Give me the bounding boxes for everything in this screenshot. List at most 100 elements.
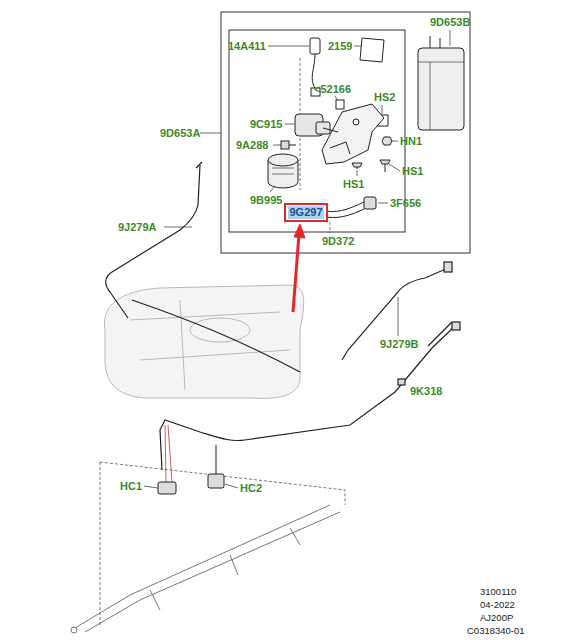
nut-screw [380, 160, 390, 164]
fuel-tank [190, 318, 250, 342]
purge-valve [295, 114, 338, 136]
cover-plate [360, 38, 384, 62]
leader-line [389, 164, 400, 171]
sensor-part [310, 38, 320, 54]
part-number: HN1 [400, 135, 422, 148]
dashed-guide [100, 462, 345, 625]
fuel-tank [104, 285, 303, 398]
fuel-pipe [452, 322, 460, 330]
fuel-pipe [398, 379, 405, 385]
filter [268, 154, 298, 166]
part-number: 9D653A [160, 127, 200, 140]
part-number: <52166 [314, 83, 351, 96]
sensor-wire [165, 425, 172, 482]
fuel-tank [130, 300, 290, 390]
harness [71, 627, 77, 633]
part-number: HC2 [240, 482, 262, 495]
part-number: HS1 [343, 178, 364, 191]
hose [322, 208, 366, 218]
part-number: 9C915 [250, 118, 282, 131]
filter [268, 154, 298, 188]
part-number: 14A411 [228, 40, 266, 53]
leader-line [144, 30, 450, 488]
part-number: 9A288 [236, 139, 268, 152]
nut-screw [352, 163, 362, 167]
nut-screw [352, 137, 392, 172]
bracket [322, 104, 384, 164]
fuel-pipe [342, 268, 448, 360]
fuel-tank [104, 285, 303, 398]
nut-screw [385, 164, 386, 172]
pointer-arrow [293, 234, 299, 312]
bolt [289, 145, 296, 146]
leader-line [378, 203, 388, 204]
leader-line [357, 170, 358, 176]
connector [158, 482, 176, 494]
fuel-pipe [428, 322, 452, 346]
leader-line [354, 46, 361, 47]
bracket [330, 142, 350, 154]
canister [430, 36, 440, 48]
bracket [322, 104, 384, 164]
part-number: HC1 [120, 480, 142, 493]
leader-line [285, 124, 294, 125]
part-number: 9J279A [118, 221, 157, 234]
harness [150, 528, 300, 610]
purge-valve [323, 128, 338, 132]
dashed-guide [330, 222, 331, 233]
leader-line [382, 105, 383, 114]
connector [216, 445, 217, 474]
bracket [353, 119, 359, 125]
leader-line [225, 484, 238, 488]
part-number: HS2 [374, 91, 395, 104]
clip-part [336, 100, 344, 109]
inset-frame [229, 30, 405, 232]
fuel-pipe [106, 162, 460, 470]
part-number: 9G297 [288, 206, 323, 219]
hose [322, 202, 364, 212]
hose [322, 197, 376, 218]
drawing-code: 3100110 [480, 586, 516, 598]
dashed-guide [100, 58, 345, 625]
highlight-box: 9G297 [284, 203, 328, 222]
sensor-wire [165, 425, 172, 482]
connector [158, 445, 224, 494]
inset-frame [221, 12, 470, 253]
inset-frame [221, 12, 470, 253]
canister [418, 48, 464, 130]
drawing-code: C0318340-01 [467, 625, 525, 637]
part-number: 3F656 [390, 197, 421, 210]
cover-plate [360, 38, 384, 62]
canister [418, 62, 464, 130]
part-number: 9B995 [250, 194, 282, 207]
fuel-pipe [106, 165, 200, 318]
nut-screw [357, 167, 358, 169]
part-number: HS1 [402, 165, 423, 178]
part-number: 2159 [328, 40, 352, 53]
filter [272, 168, 294, 174]
harness [71, 505, 340, 633]
part-number: 9D372 [322, 235, 354, 248]
bolt [281, 141, 296, 149]
fuel-pipe [196, 162, 202, 168]
harness [85, 512, 340, 632]
part-number: 9K318 [410, 385, 442, 398]
part-number: 9D653B [430, 16, 470, 29]
canister [418, 36, 464, 130]
hose [364, 197, 376, 209]
nut-screw [382, 137, 392, 145]
part-number: 9J279B [380, 338, 419, 351]
leader-line [398, 297, 399, 336]
fuel-pipe [444, 262, 452, 272]
leader-line [200, 133, 221, 134]
fuel-pipe [132, 300, 300, 372]
harness [75, 505, 330, 628]
purge-valve [316, 122, 330, 134]
leader-line [164, 227, 192, 228]
connector [208, 474, 224, 488]
leader-line [273, 145, 281, 146]
leader-line [268, 46, 309, 47]
fuel-pipe [160, 326, 455, 470]
